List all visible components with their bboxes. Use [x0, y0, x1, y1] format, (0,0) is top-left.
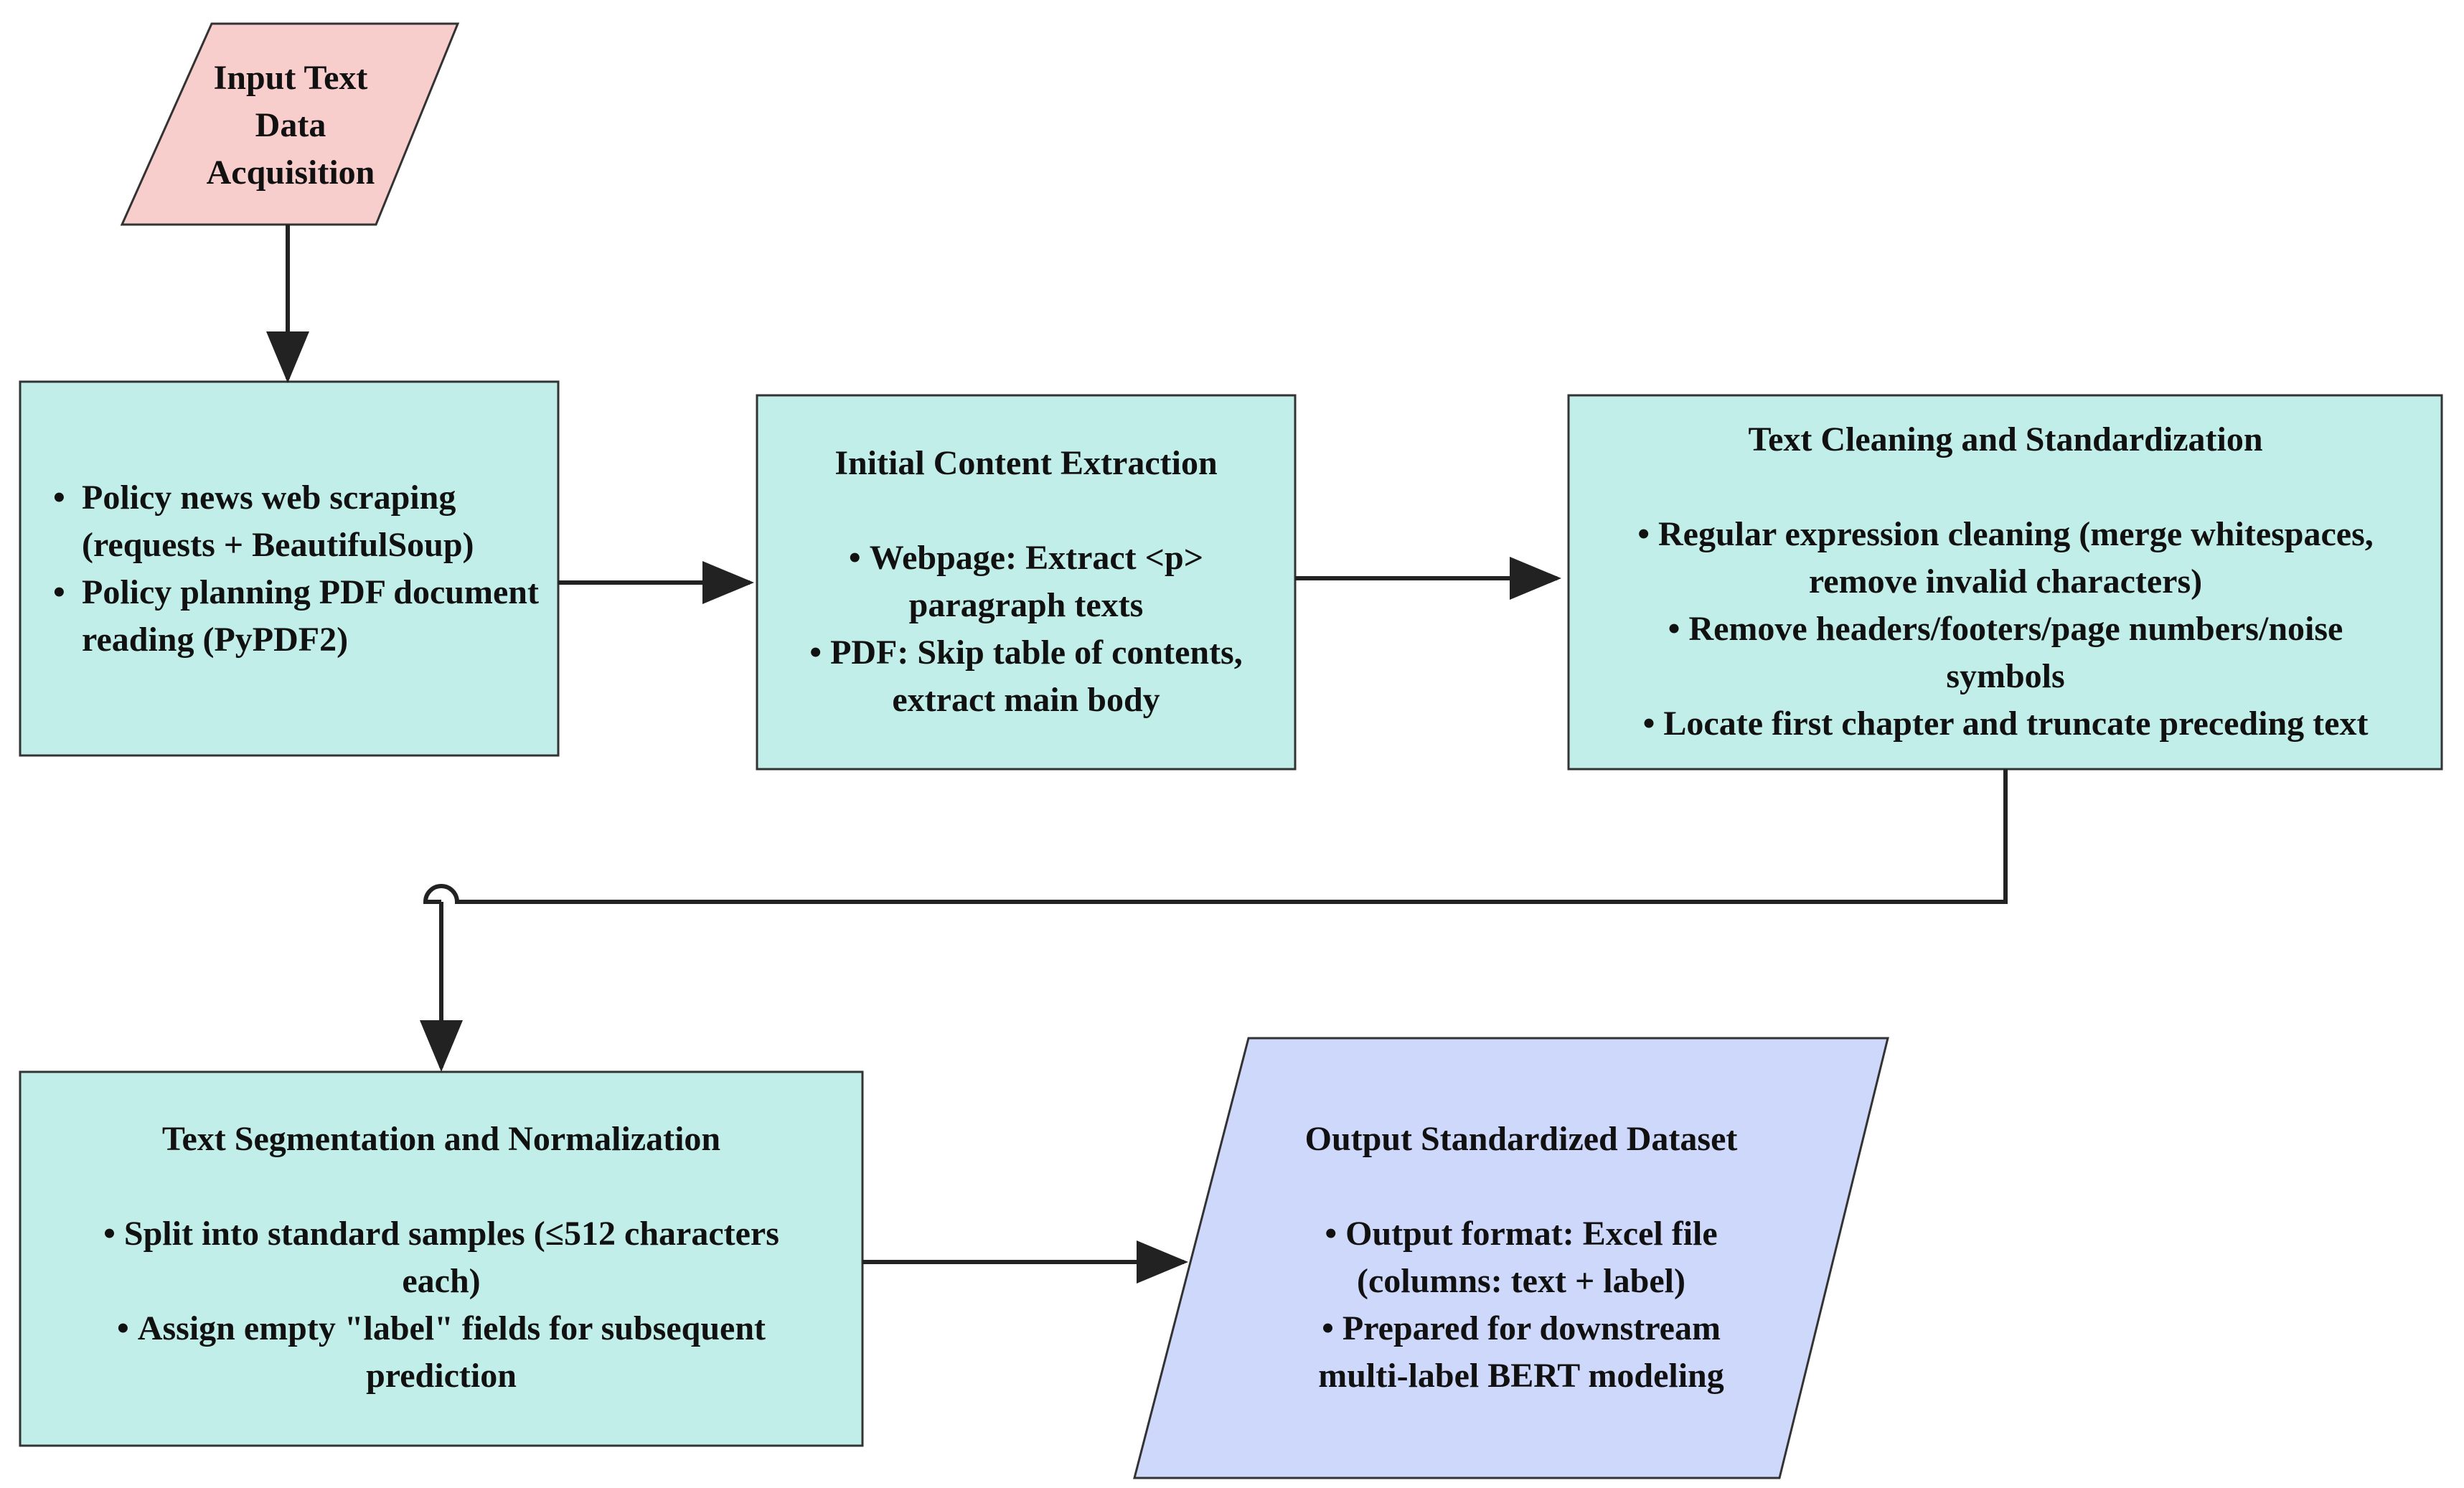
edge-cleaning-to-segmentation [423, 769, 2008, 904]
segmentation-node-title: Text Segmentation and Normalization [161, 1119, 721, 1158]
extraction-node: Initial Content Extraction Webpage: Extr… [761, 400, 1292, 763]
acquisition-bullet-1: • Policy news web scraping (requests + B… [53, 474, 541, 569]
input-node-shape [120, 22, 460, 226]
acquisition-node-shape [19, 380, 560, 757]
output-bullet-1: Output format: Excel file (columns: text… [1292, 1210, 1751, 1305]
output-node-title: Output Standardized Dataset [1304, 1119, 1738, 1158]
input-node: Input Text Data Acquisition [172, 29, 409, 222]
input-node-title: Input Text Data Acquisition [206, 59, 375, 192]
cleaning-node-title: Text Cleaning and Standardization [1748, 420, 2263, 458]
segmentation-bullet-2: Assign empty "label" fields for subseque… [68, 1305, 814, 1400]
acquisition-bullet-1-text: Policy news web scraping (requests + Bea… [82, 478, 474, 564]
acquisition-bullet-2-text: Policy planning PDF document reading (Py… [82, 573, 539, 659]
acquisition-bullet-2: • Policy planning PDF document reading (… [53, 569, 541, 664]
cleaning-node: Text Cleaning and Standardization Regula… [1573, 400, 2438, 763]
output-node: Output Standardized Dataset Output forma… [1220, 1076, 1823, 1438]
extraction-bullet-1: Webpage: Extract <p> paragraph texts [825, 535, 1227, 629]
segmentation-bullet-1: Split into standard samples (≤512 charac… [68, 1210, 814, 1305]
cleaning-bullet-3: Locate first chapter and truncate preced… [1586, 700, 2425, 748]
acquisition-node: • Policy news web scraping (requests + B… [50, 387, 552, 750]
segmentation-node: Text Segmentation and Normalization Spli… [24, 1076, 858, 1438]
cleaning-bullet-1: Regular expression cleaning (merge white… [1586, 511, 2425, 606]
cleaning-bullet-2: Remove headers/footers/page numbers/nois… [1622, 606, 2389, 700]
extraction-bullet-2: PDF: Skip table of contents, extract mai… [789, 629, 1263, 724]
output-bullet-2: Prepared for downstream multi-label BERT… [1284, 1305, 1758, 1400]
extraction-node-title: Initial Content Extraction [834, 443, 1218, 482]
